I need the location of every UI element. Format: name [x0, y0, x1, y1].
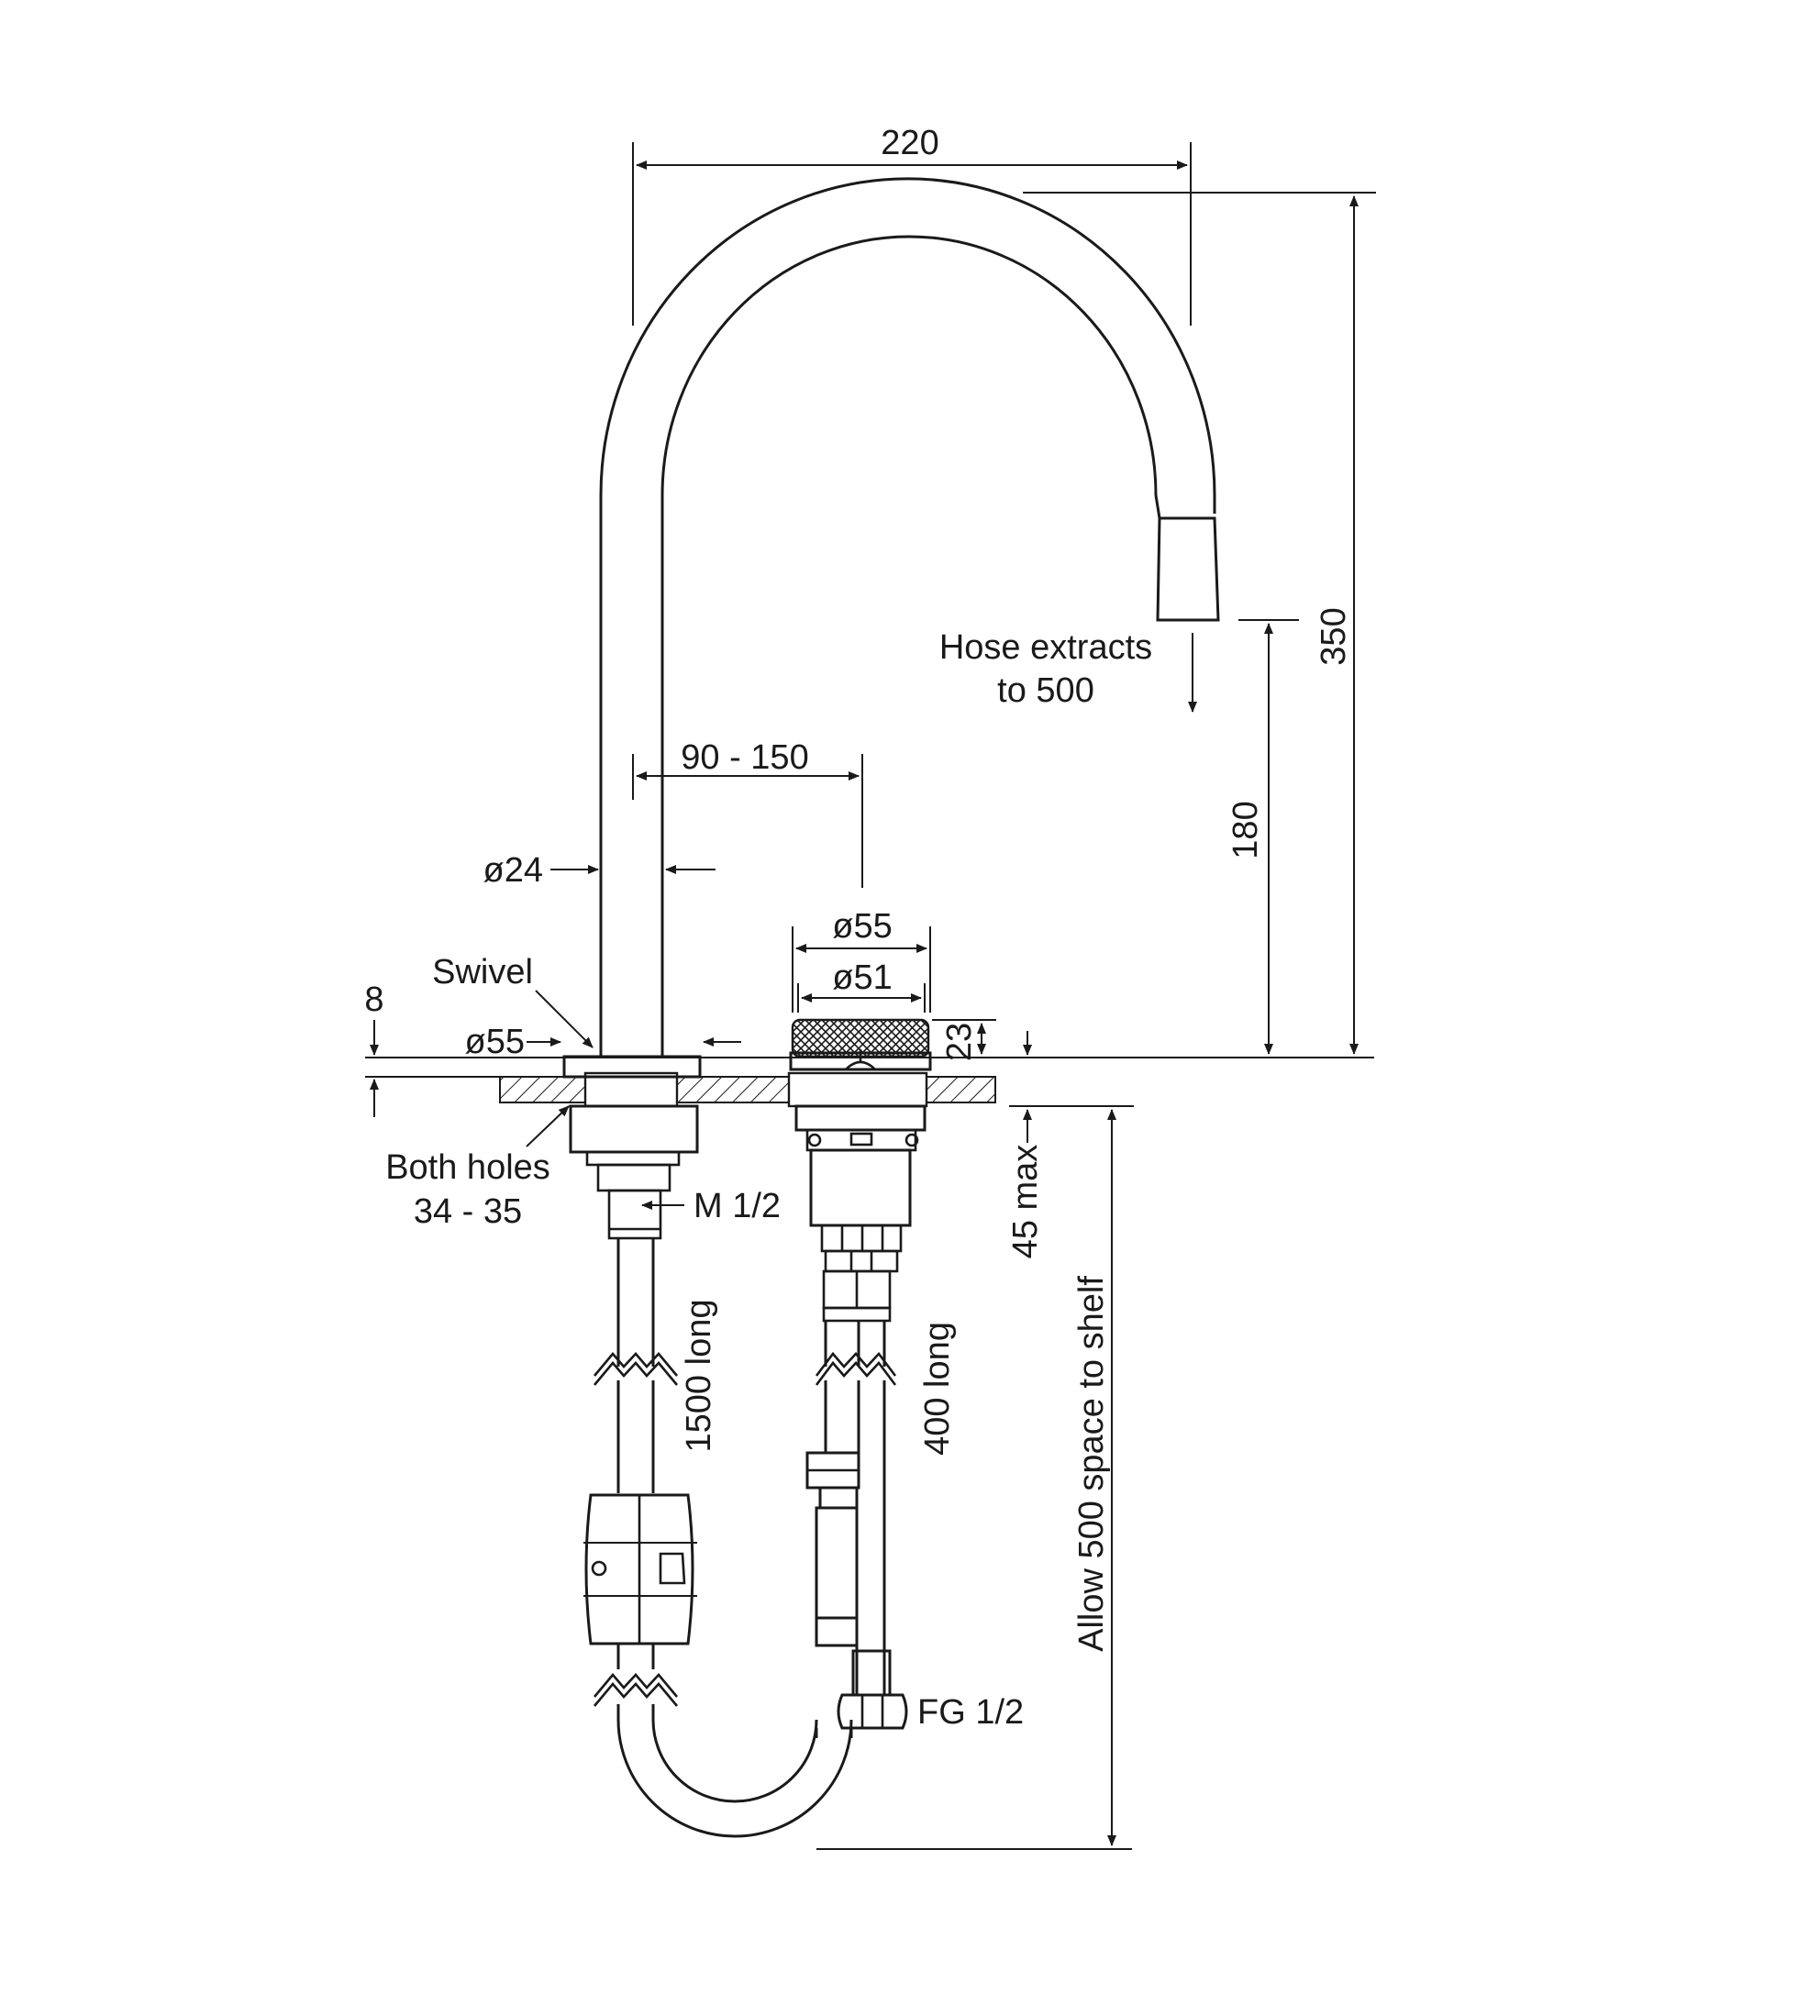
countertop: [365, 1057, 1374, 1108]
label-1500-long: 1500 long: [680, 1300, 718, 1453]
label-fg-half: FG 1/2: [917, 1693, 1024, 1732]
spout: [599, 177, 1220, 1057]
m-half-callout: M 1/2: [641, 1187, 781, 1225]
label-400-long: 400 long: [918, 1322, 957, 1456]
label-holes-line2: 34 - 35: [414, 1192, 522, 1231]
dim-allow-500: Allow 500 space to shelf: [816, 1109, 1132, 1850]
dim-45-max: 45 max: [1006, 1031, 1134, 1258]
label-45-max: 45 max: [1006, 1145, 1045, 1259]
hose-extract-note: Hose extracts to 500: [939, 628, 1197, 713]
label-dia-55-base: ø55: [465, 1023, 525, 1061]
label-allow-500: Allow 500 space to shelf: [1072, 1276, 1111, 1652]
label-8: 8: [364, 980, 383, 1019]
dim-90-150: 90 - 150: [632, 738, 863, 888]
dim-dia-24: ø24: [483, 851, 716, 890]
dim-180: 180: [1226, 619, 1299, 1055]
label-m-half: M 1/2: [694, 1187, 781, 1225]
swivel-callout: Swivel: [432, 953, 594, 1048]
fg-nut: [837, 1693, 908, 1730]
hose-extract-line1: Hose extracts: [939, 628, 1152, 667]
label-90-150: 90 - 150: [681, 738, 808, 777]
control-knob: [789, 1018, 932, 1071]
dim-dia-51: ø51: [797, 958, 926, 1013]
hose-extract-line2: to 500: [997, 671, 1094, 710]
dim-350: 350: [1023, 192, 1376, 1055]
label-350: 350: [1315, 607, 1353, 665]
dim-dia-55-knob: ø55: [792, 907, 931, 1013]
holes-callout: Both holes 34 - 35: [385, 1105, 570, 1231]
spray-head: [1156, 516, 1220, 622]
dim-8: 8: [364, 980, 384, 1117]
valve-body: [794, 1104, 927, 1323]
hose-400: [805, 1321, 908, 1738]
swivel-base: [562, 1055, 702, 1079]
dim-220: 220: [632, 124, 1192, 326]
label-180: 180: [1226, 801, 1265, 858]
tap-underside-body: [569, 1104, 699, 1240]
label-220: 220: [881, 124, 938, 162]
label-23: 23: [940, 1023, 979, 1061]
label-dia-24: ø24: [483, 851, 543, 890]
label-dia-51: ø51: [832, 958, 892, 997]
label-dia-55-knob: ø55: [832, 907, 892, 946]
label-holes-line1: Both holes: [385, 1148, 550, 1187]
label-swivel: Swivel: [432, 953, 533, 991]
dim-23: 23: [932, 1019, 996, 1061]
dim-dia-55-base: ø55: [465, 1023, 741, 1061]
hose-1500: [583, 1238, 853, 1838]
